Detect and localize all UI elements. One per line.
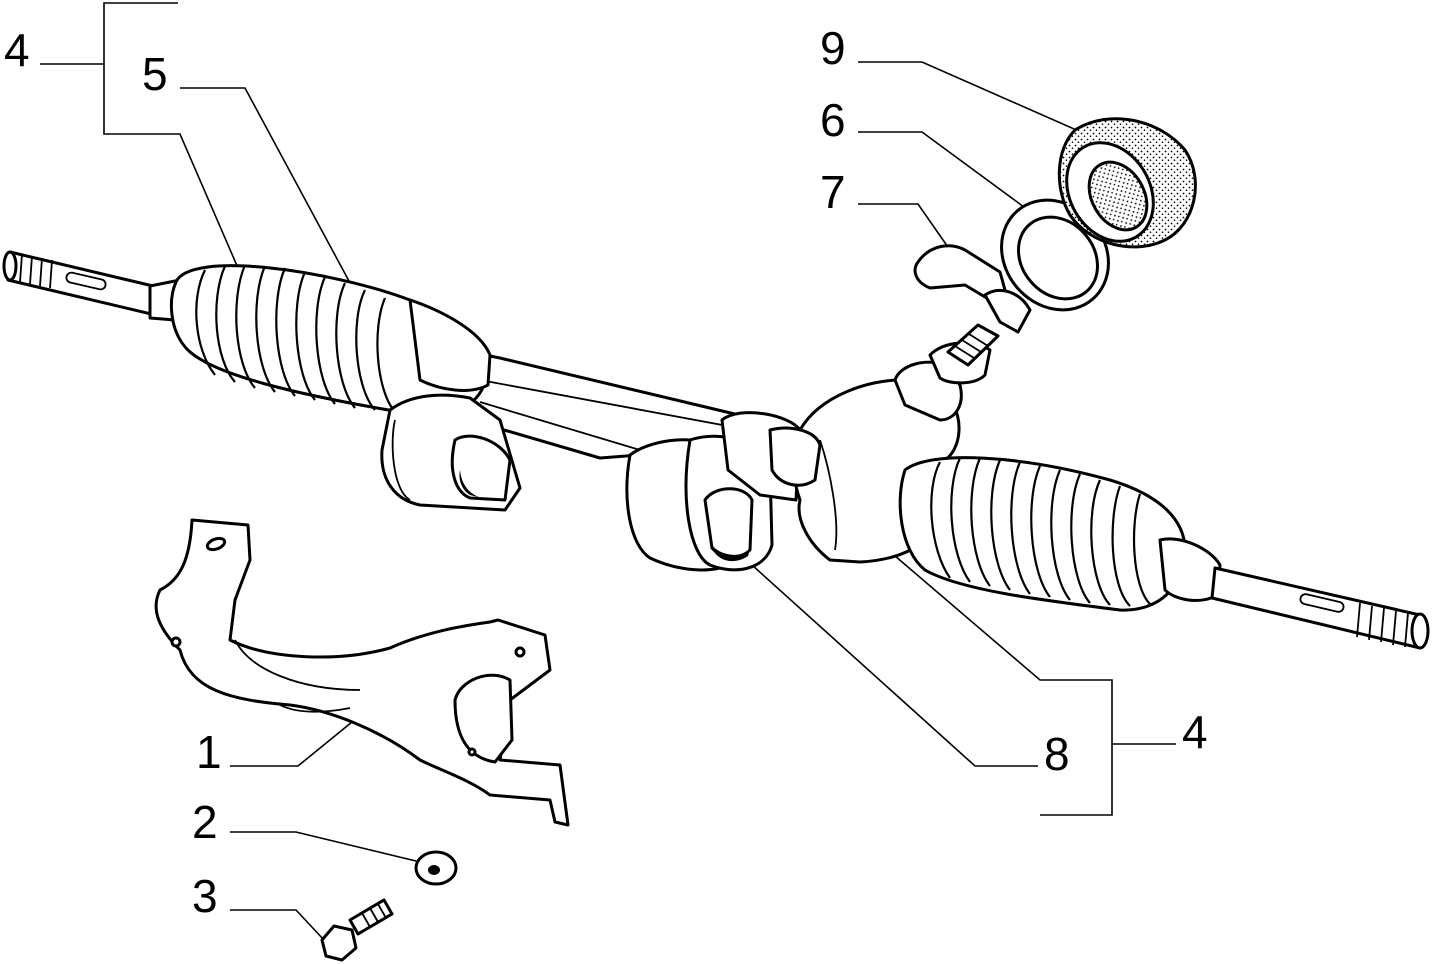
seal-ring — [1000, 198, 1110, 312]
callout-5: 5 — [142, 48, 168, 100]
left-bellows-boot — [169, 264, 492, 417]
hex-bolt — [320, 898, 394, 962]
callout-7: 7 — [820, 166, 846, 218]
callout-3: 3 — [192, 870, 218, 922]
washer — [414, 850, 458, 886]
callout-6: 6 — [820, 94, 846, 146]
pinion-shaft — [946, 323, 1000, 367]
cylindrical-bushing — [1057, 117, 1197, 249]
callout-9: 9 — [820, 22, 846, 74]
right-rubber-bushes — [625, 411, 802, 572]
leader-lines — [40, 2, 1176, 941]
right-tie-rod-end — [1210, 566, 1430, 650]
retaining-clip — [913, 244, 1032, 334]
callout-labels: 4 5 9 6 7 4 8 1 2 3 — [4, 22, 1208, 922]
callout-2: 2 — [192, 796, 218, 848]
callout-1: 1 — [196, 726, 222, 778]
mounting-bracket — [154, 518, 570, 827]
callout-8: 8 — [1044, 728, 1070, 780]
right-bellows-boot — [898, 456, 1222, 612]
callout-4-top: 4 — [4, 24, 30, 76]
left-rubber-bush — [380, 393, 522, 512]
callout-4-bottom: 4 — [1182, 706, 1208, 758]
